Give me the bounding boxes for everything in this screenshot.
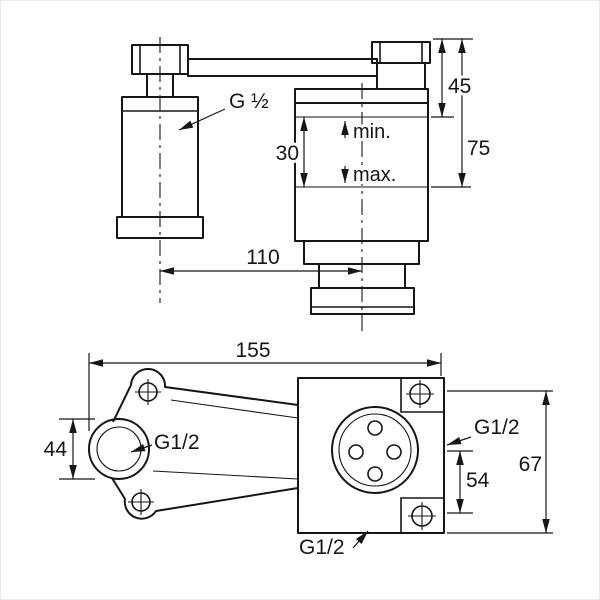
dimension-45: 45 [431, 38, 474, 118]
block-corner-contour [400, 378, 444, 413]
left-port-thread-circle [96, 426, 142, 472]
leader-arrow [352, 530, 369, 549]
thread-bottom-label: G1/2 [299, 536, 345, 559]
arm-tube [187, 58, 378, 77]
port-hole [367, 420, 383, 436]
block-corner-contour [400, 497, 444, 533]
left-port-boss-circle [88, 418, 150, 480]
dim-155-label: 155 [235, 339, 270, 362]
min-label: min. [353, 121, 391, 143]
bracket-top-edge [112, 368, 299, 423]
leader-arrow [446, 436, 472, 446]
dim-110-label: 110 [246, 246, 279, 269]
dimension-75: 75 [431, 39, 493, 188]
dim-67-label: 67 [519, 453, 542, 476]
right-port-inner-circle [338, 413, 412, 487]
thread-callout-left: G1/2 [130, 428, 203, 457]
thread-callout-bottom: G1/2 [296, 530, 369, 562]
plate-inner-edge [152, 470, 299, 480]
bracket-bottom-edge [111, 477, 299, 520]
right-port [331, 406, 419, 494]
min-max-annotation: min. max. [341, 118, 399, 189]
spout-arm [131, 41, 431, 89]
dimension-44: 44 [41, 418, 95, 480]
dimension-67: 67 [447, 390, 553, 534]
thread-top-label: G ½ [229, 90, 269, 113]
dimension-110: 110 [160, 243, 362, 275]
port-hole [367, 466, 383, 482]
dim-75-label: 75 [467, 137, 490, 160]
plate-inner-edge [170, 399, 299, 419]
dim-30-label: 30 [276, 142, 299, 165]
leader-arrow [130, 443, 153, 453]
port-hole [348, 444, 364, 460]
thread-callout-right: G1/2 [446, 413, 523, 446]
bottom-view: 155 44 G1/2 G1/2 54 [41, 336, 553, 562]
max-label: max. [353, 164, 396, 186]
thread-left-label: G1/2 [154, 431, 200, 454]
thread-callout-top: G ½ [178, 87, 272, 131]
right-port-outer-circle [331, 406, 419, 494]
dim-44-label: 44 [44, 438, 68, 461]
dimension-30: 30 [273, 117, 308, 187]
leader-arrow [178, 108, 226, 131]
mounting-holes [128, 379, 436, 530]
dimension-54: 54 [447, 450, 493, 514]
dim-54-label: 54 [466, 469, 490, 492]
thread-right-label: G1/2 [474, 416, 520, 439]
bracket-right-block [297, 377, 445, 534]
bracket-body [111, 368, 445, 534]
port-hole [386, 444, 402, 460]
top-view: 75 45 30 min. max. G ½ 110 [116, 37, 493, 333]
dimension-155: 155 [88, 336, 442, 431]
dim-45-label: 45 [448, 75, 471, 98]
arm-right-coupling [371, 41, 431, 64]
